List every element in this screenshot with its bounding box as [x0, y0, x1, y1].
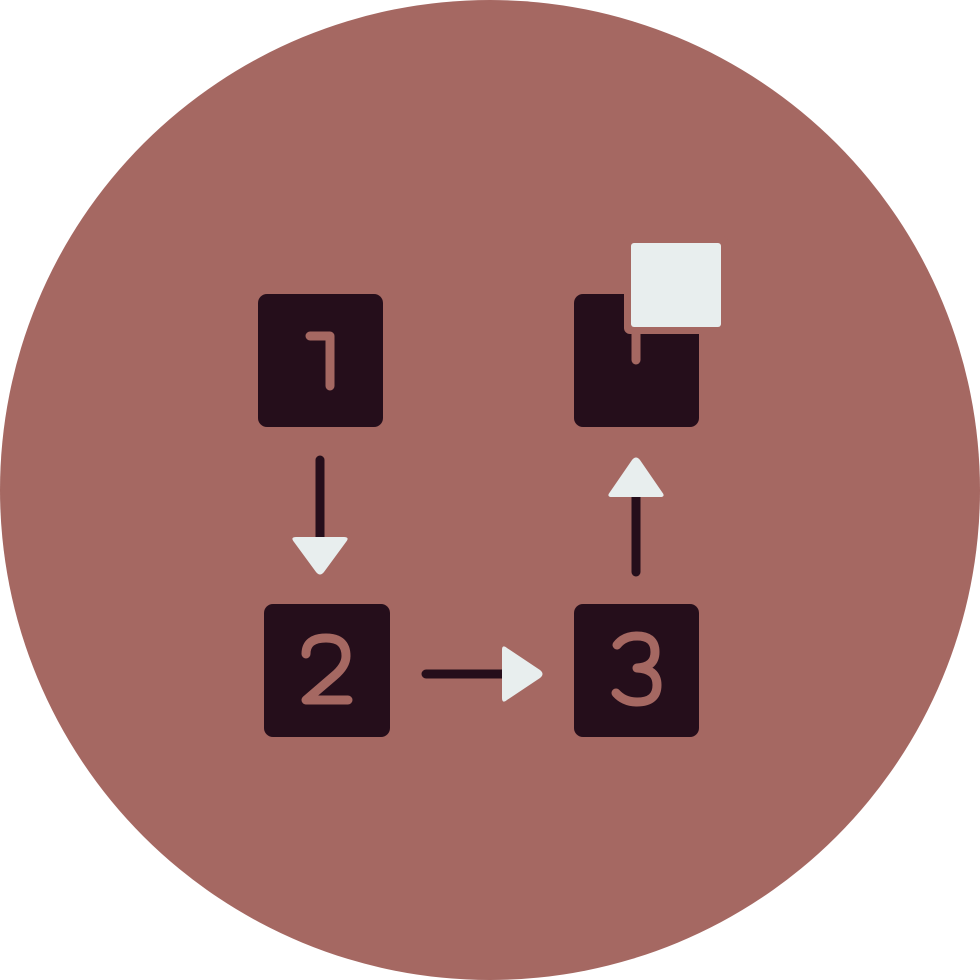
arrow-up-head [608, 457, 664, 497]
step-digit-1 [305, 331, 335, 391]
arrow-right-icon [421, 646, 543, 702]
step-digit-3 [611, 631, 662, 707]
step-box-1-bg [258, 294, 383, 427]
result-box-icon [574, 236, 728, 427]
step-box-2 [264, 604, 390, 737]
step-digit-2 [301, 633, 353, 705]
result-overlay-square [631, 243, 721, 327]
step-box-2-bg [264, 604, 390, 737]
step-box-1 [258, 294, 383, 427]
arrow-right-head [502, 646, 543, 702]
arrow-up-icon [608, 457, 664, 577]
arrow-down-head [292, 537, 348, 575]
arrow-down-icon [292, 455, 348, 575]
step-box-3 [574, 604, 699, 737]
